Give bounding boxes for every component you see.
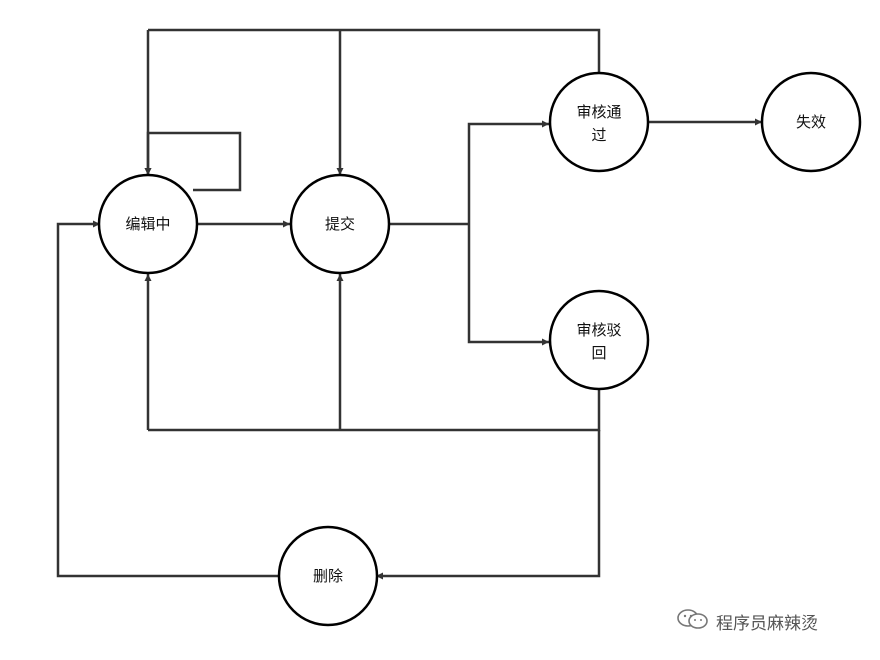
node-deleted: 删除 [277, 525, 379, 627]
node-invalid-label: 失效 [796, 113, 826, 131]
wechat-icon [676, 607, 710, 635]
node-submitted-label: 提交 [325, 215, 355, 233]
node-approved-label-line1: 审核通 [576, 103, 621, 121]
edge-rejected-to-deleted [376, 430, 601, 580]
node-rejected: 审核驳 回 [548, 289, 650, 391]
node-approved: 审核通 过 [548, 71, 650, 173]
node-deleted-label: 删除 [313, 567, 343, 585]
edge-rejected-bottom-line [148, 388, 601, 432]
node-rejected-label-line1: 审核驳 [576, 321, 621, 339]
edge-approved-top-line [148, 28, 601, 72]
edge-deleted-to-editing [56, 220, 279, 578]
watermark-text: 程序员麻辣烫 [716, 613, 818, 634]
edge-submitted-to-approved [467, 120, 549, 224]
watermark: 程序员麻辣烫 [676, 606, 818, 636]
node-rejected-label-line2: 回 [591, 344, 606, 362]
node-editing: 编辑中 [97, 173, 199, 275]
edge-submitted-to-rejected [467, 224, 549, 346]
node-invalid: 失效 [760, 71, 862, 173]
node-editing-label: 编辑中 [125, 215, 170, 233]
node-submitted: 提交 [289, 173, 391, 275]
node-approved-label-line2: 过 [591, 126, 606, 144]
